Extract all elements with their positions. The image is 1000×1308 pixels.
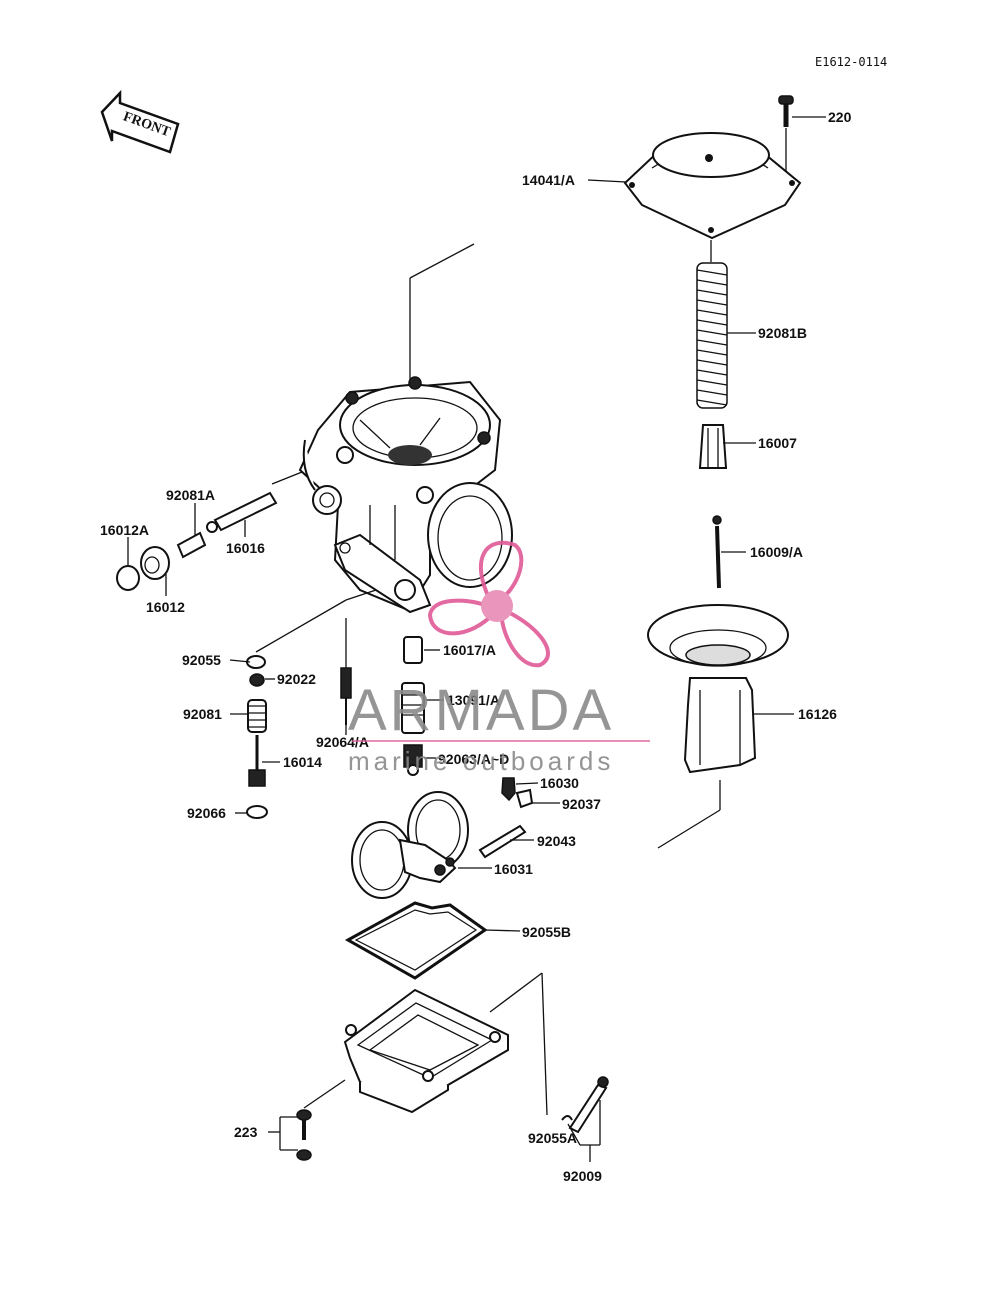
label-92063ad: 92063/A~D [438,751,509,767]
label-16012: 16012 [146,599,185,615]
label-leaders [127,116,826,1162]
label-92081a: 92081A [166,487,215,503]
float-needle-part [501,777,534,809]
label-92055b: 92055B [522,924,571,940]
label-16007: 16007 [758,435,797,451]
drain-screw-part [561,1076,609,1134]
front-arrow-icon: FRONT [100,89,180,154]
watermark-tagline: marine outboards [348,746,614,776]
propeller-icon [427,540,550,668]
float-bowl-gasket-part [344,901,488,980]
bowl-screws-part [296,1079,346,1161]
vacuum-piston-16126-part [647,604,789,774]
label-14041a: 14041/A [522,172,575,188]
label-16017a: 16017/A [443,642,496,658]
label-16126: 16126 [798,706,837,722]
label-92081: 92081 [183,706,222,722]
label-92055: 92055 [182,652,221,668]
top-cover-part [623,132,802,240]
screw-220-part [778,95,794,172]
label-92043: 92043 [537,833,576,849]
float-bowl-part [343,972,548,1116]
carburetor-body-part [298,376,513,614]
label-92055a: 92055A [528,1130,577,1146]
label-16031: 16031 [494,861,533,877]
label-92009: 92009 [563,1168,602,1184]
label-220: 220 [828,109,852,125]
needle-holder-16007-part [698,424,728,469]
label-13091a: 13091/A [447,692,500,708]
part-labels: 220 14041/A 92081B 16007 16009/A 16126 9… [100,109,852,1184]
label-16030: 16030 [540,775,579,791]
label-92022: 92022 [277,671,316,687]
float-assembly-part [351,791,527,899]
label-92064a: 92064/A [316,734,369,750]
watermark-brand: ARMADA [348,678,614,743]
label-16009a: 16009/A [750,544,803,560]
label-92081b: 92081B [758,325,807,341]
main-jet-stack-part [246,599,347,819]
center-jets-part [401,636,425,776]
spring-92081b-part [696,240,728,409]
label-92066: 92066 [187,805,226,821]
needle-jet-part [340,589,377,725]
label-92037: 92037 [562,796,601,812]
label-16014: 16014 [283,754,322,770]
watermark-logo: ARMADA marine outboards [348,540,650,776]
pilot-screw-set-part [116,491,278,591]
diagram-code: E1612-0114 [815,55,887,69]
jet-needle-16009a-part [712,515,722,589]
label-223: 223 [234,1124,258,1140]
label-16012a: 16012A [100,522,149,538]
label-16016: 16016 [226,540,265,556]
